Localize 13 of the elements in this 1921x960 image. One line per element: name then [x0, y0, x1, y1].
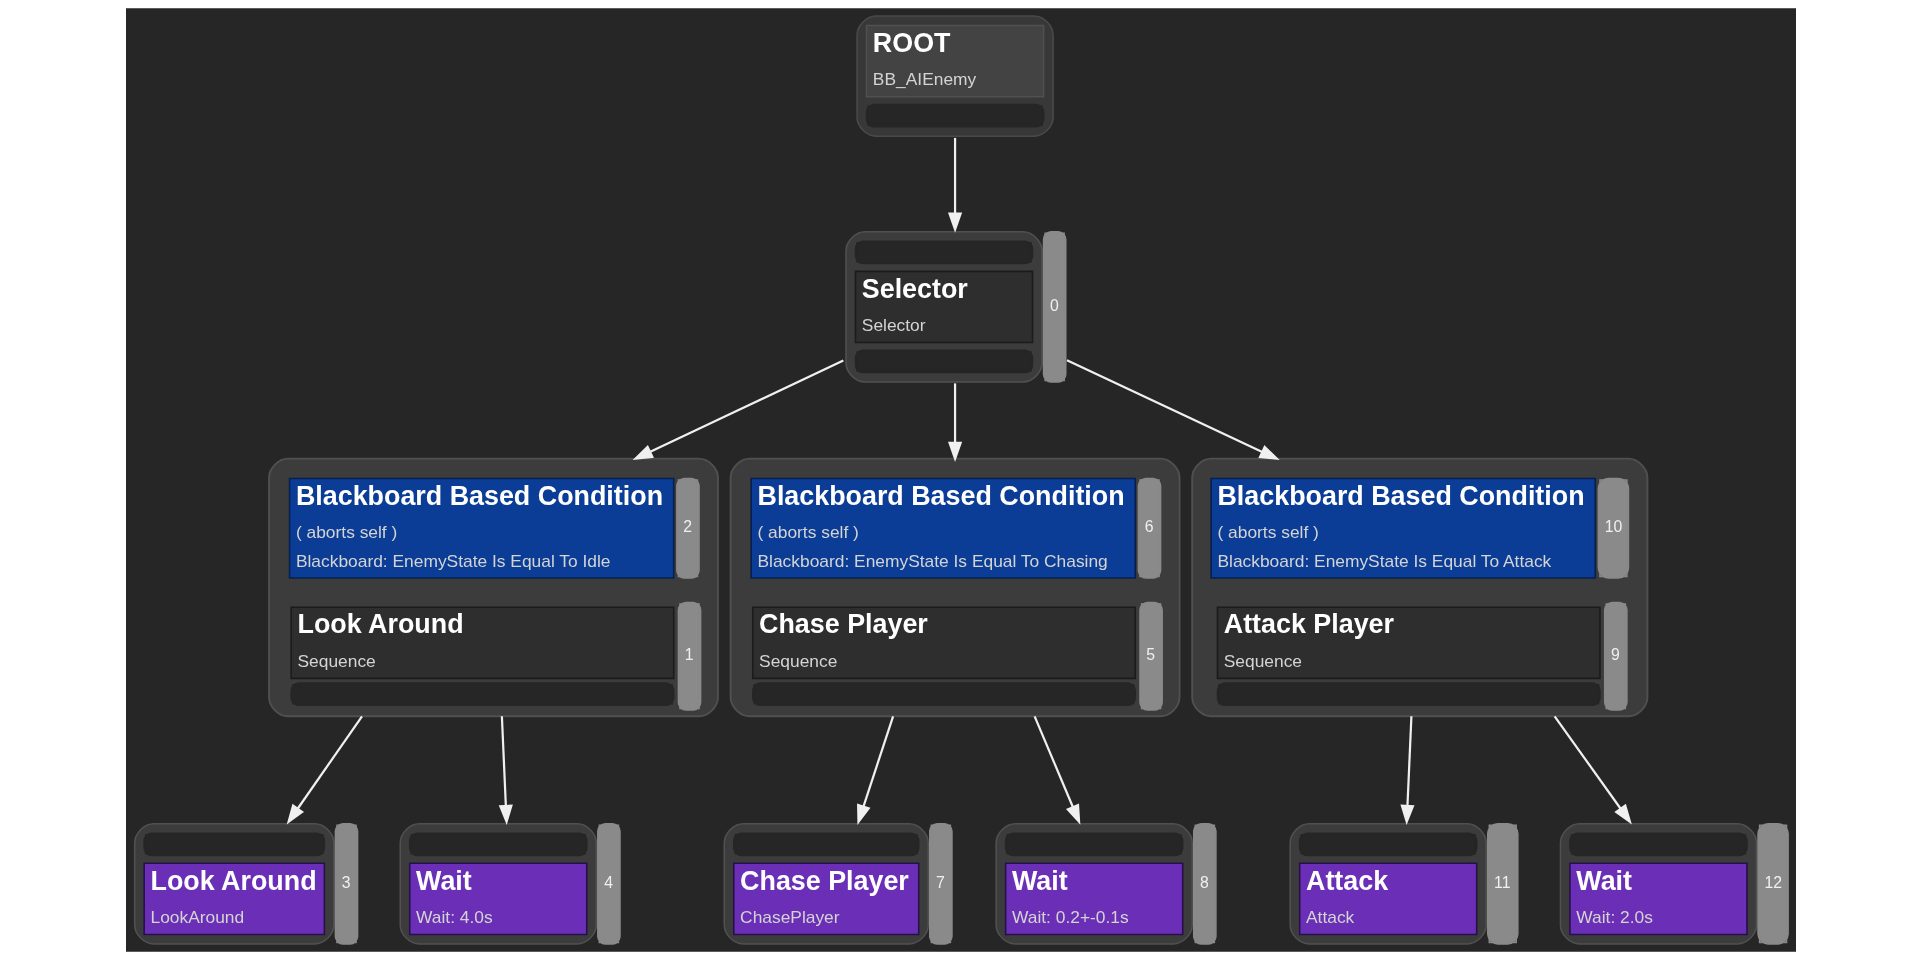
node-label: 12 — [1763, 873, 1782, 891]
node-label: 11 — [1493, 873, 1510, 891]
node-label: 2 — [682, 518, 692, 536]
node-label: 9 — [1610, 646, 1620, 664]
node-label: 7 — [935, 873, 945, 891]
node-label: 1 — [684, 646, 694, 664]
node-label: 5 — [1145, 646, 1155, 664]
node-label: 0 — [1049, 296, 1059, 314]
node-label: 10 — [1604, 518, 1622, 536]
node-label: 6 — [1144, 518, 1154, 536]
node-label: 4 — [603, 873, 613, 891]
node-label: 8 — [1199, 873, 1209, 891]
node-label: 3 — [341, 873, 351, 891]
